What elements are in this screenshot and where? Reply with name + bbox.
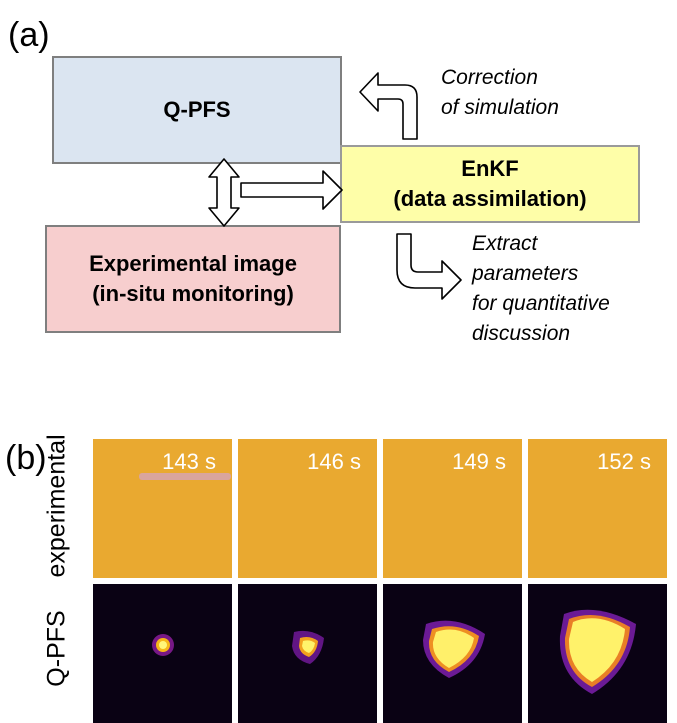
correction-note-line-1: Correction [441,66,538,89]
extract-note-line-4: discussion [472,322,571,345]
extract-note-line-3: for quantitative [472,292,610,315]
correction-note-line-2: of simulation [441,96,559,119]
experimental-image-box: Experimental image (in-situ monitoring) [45,225,341,333]
experimental-box-subtitle: (in-situ monitoring) [92,281,294,306]
enkf-box-subtitle: (data assimilation) [393,186,587,211]
simulation-blob-143 [152,634,174,656]
correction-arrow-icon [359,72,418,140]
correction-note: Correction of simulation [441,63,559,123]
simulation-tile-146 [238,584,377,723]
simulation-blob-152 [559,609,636,694]
extract-note: Extract parameters for quantitative disc… [472,229,610,349]
horizontal-arrow-to-enkf-icon [240,170,343,210]
panel-b-label: (b) [5,439,47,477]
timestamp-149: 149 s [452,449,506,474]
simulation-blob-146 [292,630,324,664]
row-label-qpfs: Q-PFS [42,610,71,687]
simulation-tile-149 [383,584,522,723]
extract-arrow-icon [396,233,462,300]
qpfs-box-label: Q-PFS [163,97,231,122]
simulation-tile-152 [528,584,667,723]
enkf-box: EnKF (data assimilation) [340,145,640,223]
scale-bar [139,473,231,480]
experimental-tile-152: 152 s [528,439,667,578]
timestamp-143: 143 s [162,449,216,474]
timestamp-146: 146 s [307,449,361,474]
experimental-tile-143: 143 s [93,439,232,578]
extract-note-line-1: Extract [472,232,538,255]
extract-note-line-2: parameters [472,262,579,285]
panel-a-label: (a) [8,16,50,54]
experimental-box-title: Experimental image [89,251,297,276]
qpfs-box: Q-PFS [52,56,342,164]
vertical-double-arrow-icon [208,158,240,227]
experimental-tile-149: 149 s [383,439,522,578]
simulation-tile-143 [93,584,232,723]
row-label-experimental: experimental [42,434,71,578]
enkf-box-title: EnKF [461,156,519,181]
simulation-blob-149 [423,620,485,678]
flow-arrows [208,72,462,300]
experimental-tile-146: 146 s [238,439,377,578]
timestamp-152: 152 s [597,449,651,474]
